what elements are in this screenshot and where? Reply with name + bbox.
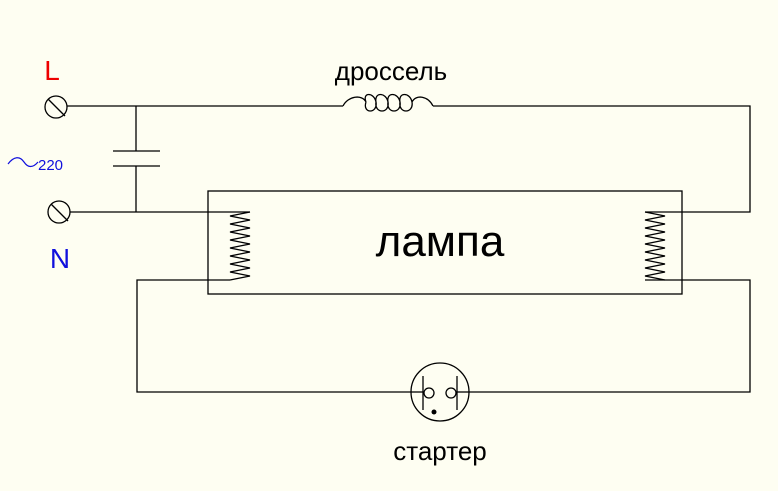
label-starter: стартер	[393, 436, 487, 466]
terminal-l	[44, 95, 68, 119]
label-line: L	[44, 55, 60, 86]
filament-left	[229, 211, 251, 281]
wire-top	[67, 105, 751, 213]
label-voltage: 220	[38, 157, 63, 174]
starter-dot	[431, 409, 437, 415]
filament-right	[644, 211, 666, 281]
capacitor	[113, 106, 160, 212]
lamp-tube	[207, 190, 683, 295]
terminal-n	[47, 200, 71, 224]
choke-coil	[342, 93, 434, 112]
label-neutral: N	[50, 243, 70, 274]
ac-symbol-icon	[7, 157, 39, 168]
label-choke: дроссель	[335, 56, 447, 86]
starter	[410, 362, 470, 422]
wire-bottom	[136, 279, 751, 393]
label-lamp: лампа	[376, 217, 505, 266]
